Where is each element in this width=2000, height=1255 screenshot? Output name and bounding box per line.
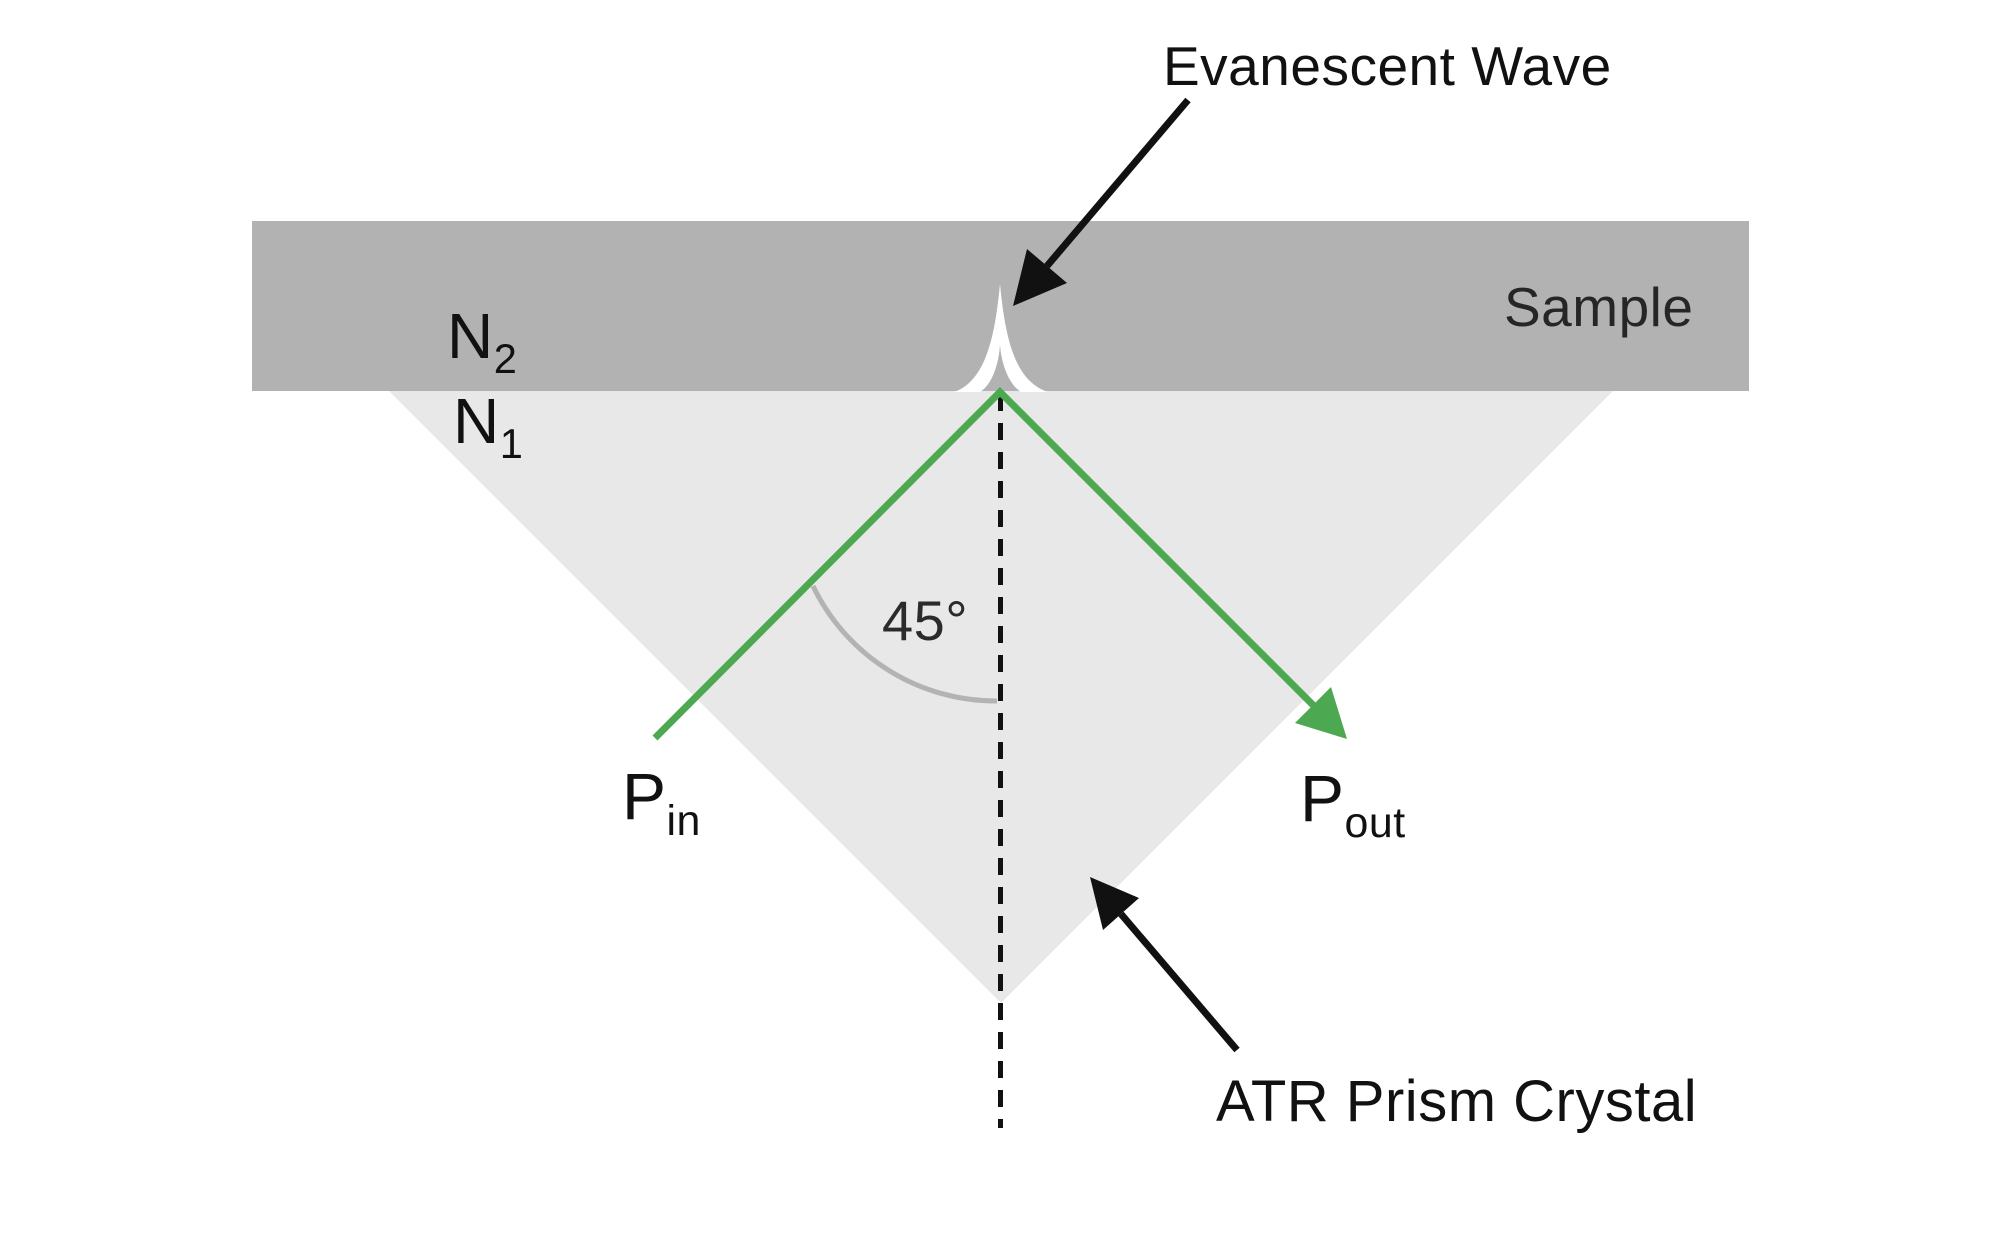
sample-label: Sample <box>1504 276 1694 338</box>
n1-base: N <box>453 385 500 457</box>
reflected-ray-arrowhead-icon <box>1295 687 1347 739</box>
p-in-subscript: in <box>666 796 701 845</box>
incidence-angle-label: 45° <box>882 589 969 652</box>
prism-annotation-arrow-shaft <box>1118 911 1240 1053</box>
p-in-base: P <box>622 759 667 833</box>
p-out-subscript: out <box>1344 798 1406 847</box>
evanescent-annotation-arrow-shaft <box>1044 97 1191 269</box>
n2-subscript: 2 <box>493 335 518 383</box>
p-out-label: Pout <box>1300 765 1406 844</box>
evanescent-annotation-arrowhead-icon <box>1013 249 1067 306</box>
light-ray-path <box>652 387 1319 741</box>
atr-prism-crystal-label: ATR Prism Crystal <box>1216 1069 1698 1134</box>
p-out-base: P <box>1300 761 1345 835</box>
refractive-index-n2-label: N2 <box>447 304 517 380</box>
evanescent-wave-shape <box>954 284 1048 392</box>
n1-subscript: 1 <box>499 420 524 468</box>
n2-base: N <box>447 300 494 372</box>
evanescent-wave-label: Evanescent Wave <box>1163 35 1612 97</box>
refractive-index-n1-label: N1 <box>453 389 523 465</box>
prism-annotation-arrowhead-icon <box>1090 877 1139 930</box>
incidence-angle-arc <box>810 584 998 704</box>
p-in-label: Pin <box>622 763 701 842</box>
